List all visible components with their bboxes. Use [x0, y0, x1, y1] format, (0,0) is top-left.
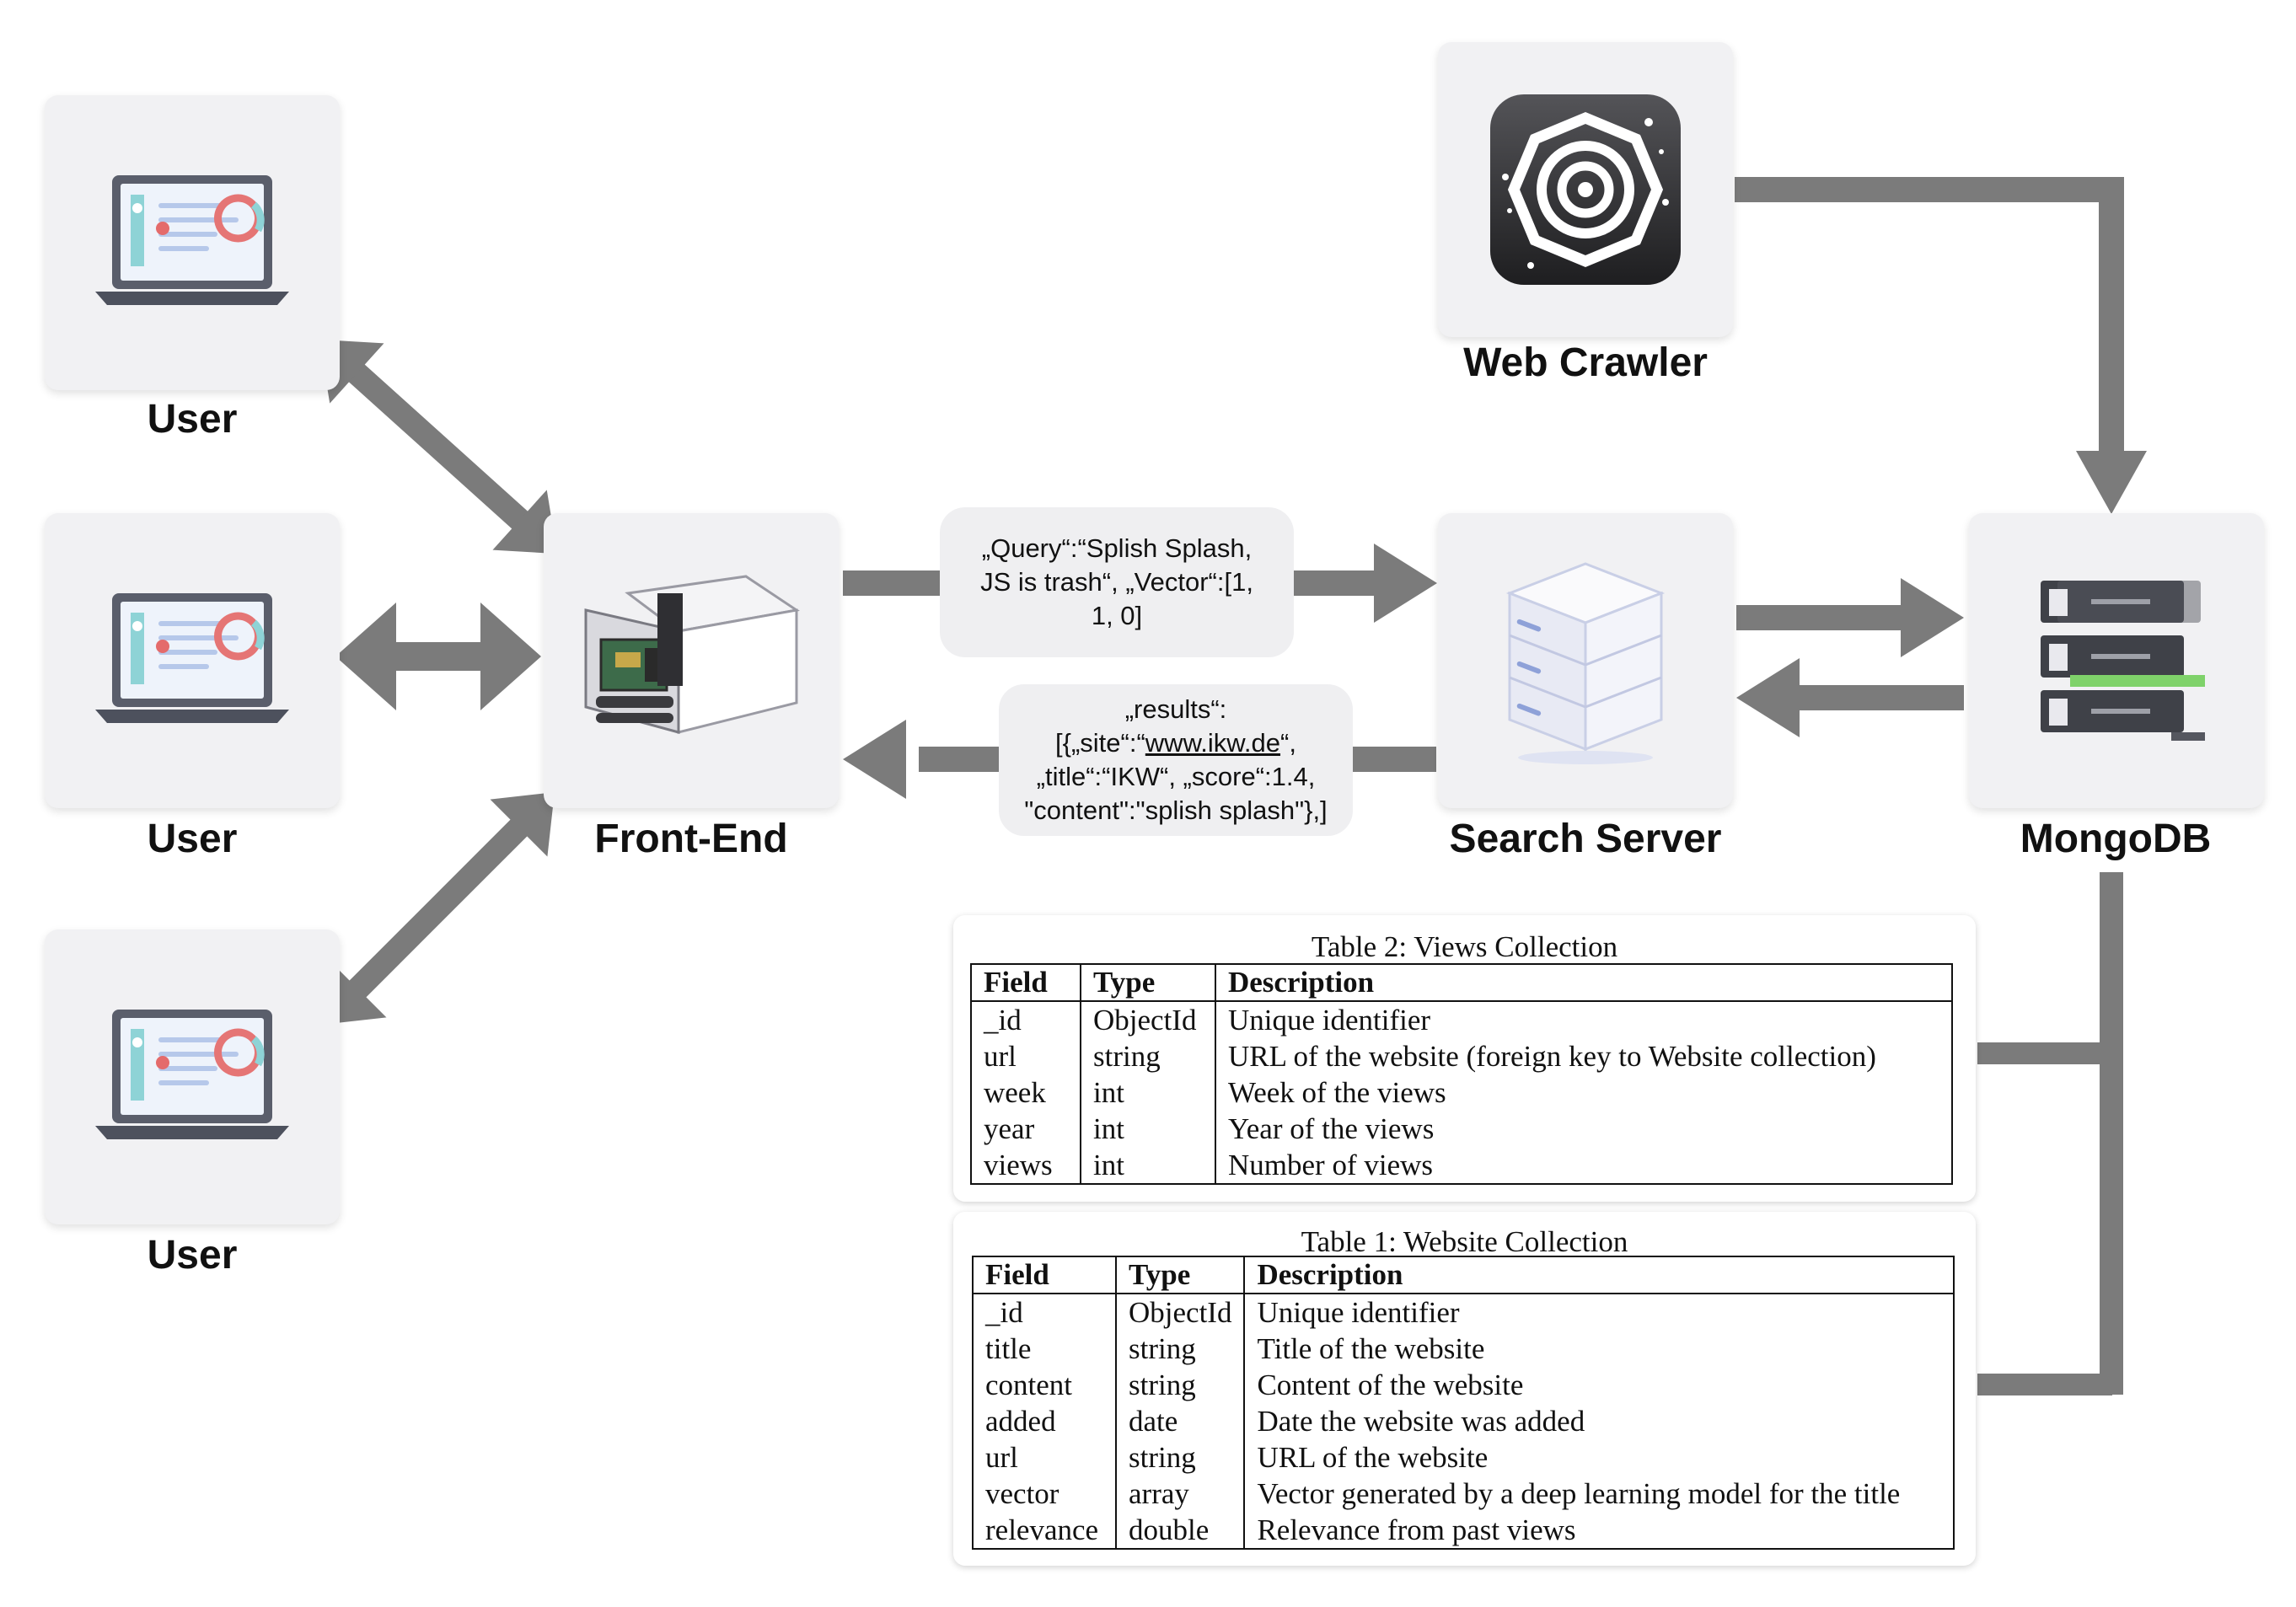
database-stack-icon	[1505, 562, 1666, 764]
arrow-mongo-search	[1736, 658, 1964, 737]
crawler-node	[1438, 42, 1733, 337]
mongodb-label: MongoDB	[2020, 817, 2212, 861]
search-server-node	[1438, 513, 1733, 808]
views-table-card: Table 2: Views Collection Field Type Des…	[953, 915, 1976, 1202]
views-header-type: Type	[1080, 964, 1215, 1002]
crawler-label: Web Crawler	[1463, 340, 1708, 385]
mongodb-node	[1969, 513, 2264, 808]
frontend-label: Front-End	[594, 817, 788, 861]
website-table-card: Table 1: Website Collection Field Type D…	[953, 1212, 1976, 1566]
frontend-node	[544, 513, 839, 808]
website-header-description: Description	[1243, 1256, 1954, 1294]
results-message-text: „results“: [{„site“:“www.ikw.de“, „title…	[1024, 694, 1328, 825]
query-message-bubble: „Query“:“Splish Splash, JS is trash“, „V…	[940, 507, 1294, 657]
arrow-user2-frontend	[335, 603, 541, 710]
server-rack-icon	[2041, 581, 2205, 741]
views-header-field: Field	[971, 964, 1081, 1002]
website-header-field: Field	[973, 1256, 1116, 1294]
website-header-type: Type	[1114, 1256, 1245, 1294]
site-link: www.ikw.de	[1145, 728, 1281, 758]
user-label-1: User	[147, 397, 238, 442]
server-board-icon	[584, 575, 800, 734]
arrow-search-frontend	[843, 720, 1436, 799]
website-table-caption: Table 1: Website Collection	[1301, 1225, 1628, 1258]
laptop-icon	[95, 175, 289, 305]
laptop-icon	[95, 1010, 289, 1139]
user-node-2	[45, 513, 340, 808]
arrow-user1-frontend	[319, 339, 558, 554]
user-node-3	[45, 929, 340, 1224]
user-label-3: User	[147, 1233, 238, 1278]
results-message-bubble: „results“: [{„site“:“www.ikw.de“, „title…	[999, 684, 1353, 836]
arrow-frontend-search	[843, 544, 1437, 623]
arrow-search-mongo	[1736, 578, 1964, 657]
user-node-1	[45, 95, 340, 390]
arrow-crawler-mongo	[1735, 177, 2147, 514]
user-label-2: User	[147, 817, 238, 861]
views-header-description: Description	[1215, 964, 1952, 1002]
spider-web-icon	[1490, 94, 1681, 285]
search-server-label: Search Server	[1449, 817, 1722, 861]
views-table-caption: Table 2: Views Collection	[1311, 930, 1618, 963]
laptop-icon	[95, 593, 289, 723]
connector-mongo-tables	[1977, 872, 2123, 1395]
query-message-text: „Query“:“Splish Splash, JS is trash“, „V…	[980, 533, 1253, 630]
